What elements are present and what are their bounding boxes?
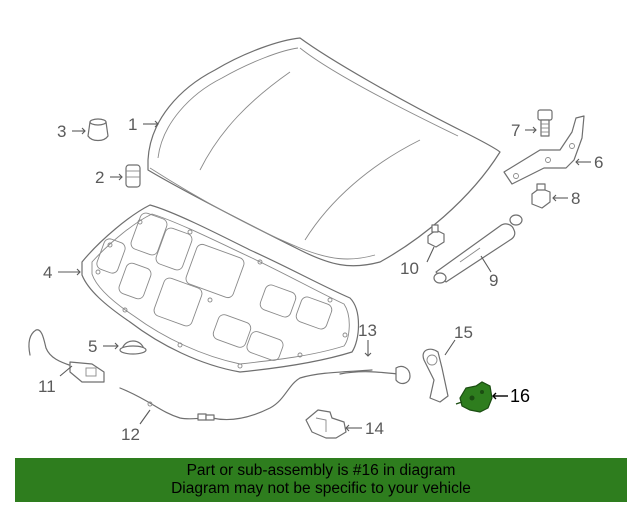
hood-panel [147, 37, 501, 267]
safety-catch [422, 348, 449, 403]
bumper-stop [87, 118, 109, 142]
hood-hinge [503, 115, 585, 185]
hinge-bolt [537, 109, 553, 137]
callout-4: 4 [43, 263, 52, 282]
callout-6: 6 [594, 153, 603, 172]
callouts: 1 3 2 4 5 6 7 8 9 10 11 12 13 14 15 16 [38, 115, 603, 444]
callout-1: 1 [128, 115, 137, 134]
callout-7: 7 [511, 121, 520, 140]
release-handle [28, 329, 105, 383]
parts-diagram: 1 3 2 4 5 6 7 8 9 10 11 12 13 14 15 16 [28, 37, 603, 444]
callout-15: 15 [454, 323, 473, 342]
callout-13: 13 [358, 321, 377, 340]
hood-cushion [125, 164, 141, 188]
callout-9: 9 [489, 271, 498, 290]
banner-line-2: Diagram may not be specific to your vehi… [171, 480, 471, 497]
callout-10: 10 [400, 259, 419, 278]
lift-support [433, 214, 523, 284]
callout-14: 14 [365, 419, 384, 438]
callout-12: 12 [121, 425, 140, 444]
highlighted-part-16 [455, 381, 493, 413]
hood-insulator [81, 204, 360, 373]
hood-latch [305, 409, 347, 439]
callout-2: 2 [95, 168, 104, 187]
ball-stud [427, 224, 445, 248]
banner-line-1: Part or sub-assembly is #16 in diagram [186, 462, 456, 479]
callout-3: 3 [57, 122, 66, 141]
latch-cable [339, 365, 411, 385]
callout-11: 11 [38, 377, 56, 396]
release-cable [119, 369, 373, 421]
info-banner: Part or sub-assembly is #16 in diagram D… [15, 458, 627, 502]
callout-8: 8 [571, 189, 580, 208]
grommet [119, 340, 147, 355]
hinge-nut [531, 183, 551, 209]
callout-16: 16 [510, 386, 530, 406]
leader-lines [58, 120, 591, 432]
callout-5: 5 [88, 337, 97, 356]
